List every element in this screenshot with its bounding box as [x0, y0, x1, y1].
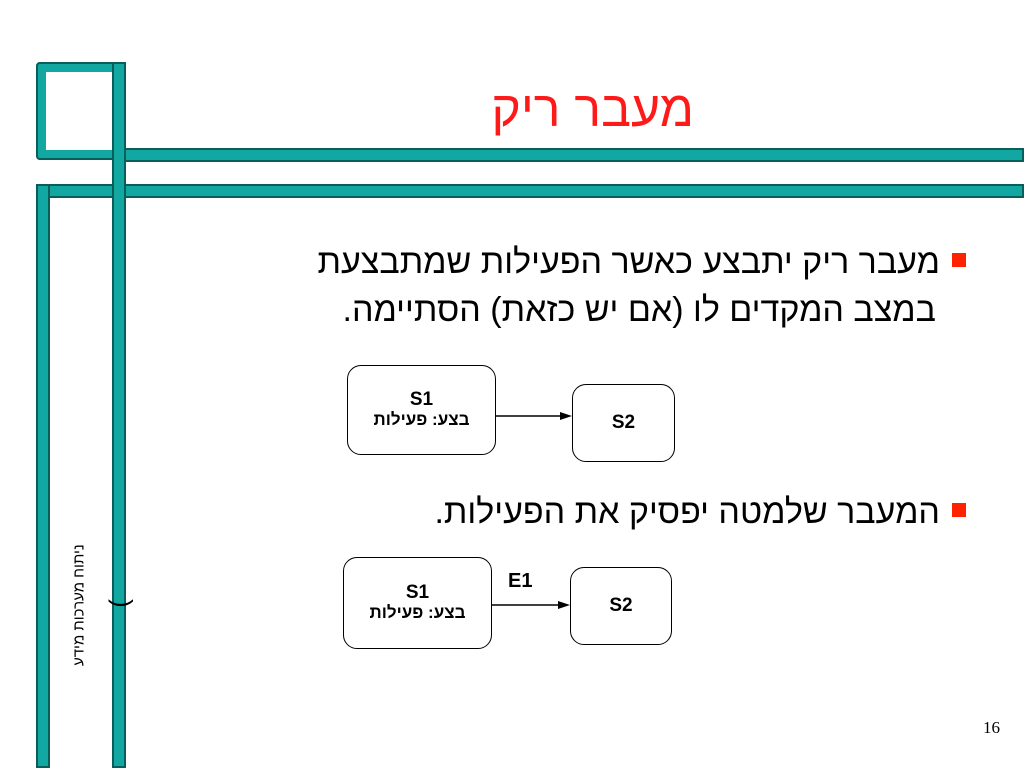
state-name: S1 — [405, 582, 430, 603]
frame-inner-bar — [112, 62, 126, 768]
page-number: 16 — [983, 718, 1000, 737]
state-s2-bottom: S2 — [570, 567, 672, 645]
bullet-1: מעבר ריק יתבצע כאשר הפעילות שמתבצעת במצב… — [318, 238, 966, 334]
state-s2-top: S2 — [572, 384, 675, 462]
bullet-square-icon — [952, 503, 966, 518]
bullet-1-line-2: במצב המקדים לו (אם יש כזאת) הסתיימה. — [342, 291, 937, 329]
state-name: S1 — [409, 389, 434, 410]
bullet-2-line-1: המעבר שלמטה יפסיק את הפעילות. — [434, 493, 940, 531]
bullet-square-icon — [952, 253, 966, 268]
state-activity: בצע: פעילות — [369, 603, 466, 622]
frame-top-bar — [116, 148, 1024, 162]
transition-label-e1: E1 — [508, 570, 533, 592]
frame-left-bar — [36, 184, 50, 768]
transition-arrow-bottom — [492, 601, 570, 609]
sidebar-label: ניתוח מערכות מידע — [70, 544, 88, 666]
bullet-2: המעבר שלמטה יפסיק את הפעילות. — [434, 488, 966, 536]
state-s1-top: S1 בצע: פעילות — [347, 365, 496, 455]
state-name: S2 — [611, 412, 636, 433]
state-name: S2 — [609, 595, 633, 616]
state-activity: בצע: פעילות — [373, 410, 470, 429]
decorative-parenthesis: ) — [107, 599, 138, 608]
frame-second-bar — [36, 184, 1024, 198]
bullet-1-line-1: מעבר ריק יתבצע כאשר הפעילות שמתבצעת — [317, 243, 940, 281]
slide-title: מעבר ריק — [491, 81, 694, 137]
transition-arrow-top — [496, 412, 572, 420]
state-s1-bottom: S1 בצע: פעילות — [343, 557, 492, 649]
